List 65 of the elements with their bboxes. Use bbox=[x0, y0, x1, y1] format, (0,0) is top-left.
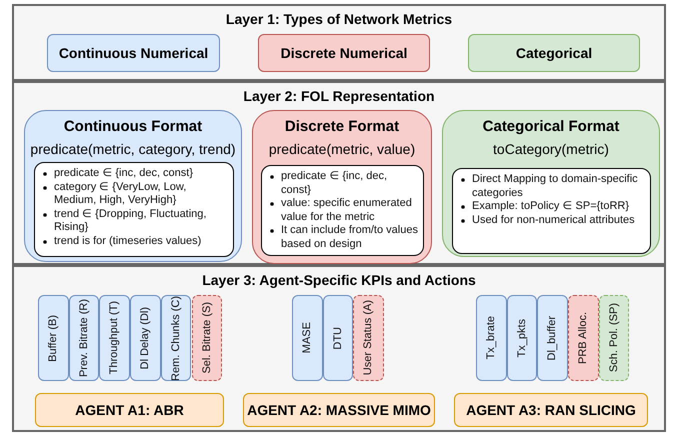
kpi-bar bbox=[99, 295, 130, 381]
bar-label: Prev. Bitrate (R) bbox=[76, 298, 91, 378]
layer-title: Layer 1: Types of Network Metrics bbox=[224, 10, 454, 29]
box-label: Categorical bbox=[516, 44, 592, 63]
bar-label: Tx_pkts bbox=[514, 318, 529, 358]
bullet-text: value: specific enumerated value for the metric bbox=[281, 197, 413, 224]
bullet-text: It can include from/to values based on design bbox=[281, 224, 418, 251]
metric-type-box bbox=[468, 34, 640, 72]
bar-label: PRB Alloc. bbox=[576, 312, 590, 364]
bullet-text: Direct Mapping to domain-specific categories bbox=[472, 173, 639, 200]
box-label: Discrete Numerical bbox=[280, 44, 408, 62]
bar-label: Throughput (T) bbox=[107, 301, 122, 375]
kpi-bar bbox=[38, 295, 69, 381]
bullet-text: predicate ∈ {inc, dec, const} bbox=[54, 167, 194, 180]
card-title: Continuous Format bbox=[64, 117, 202, 137]
bar-label: Dl Delay (Dl) bbox=[138, 306, 152, 370]
layer-panel bbox=[12, 81, 666, 265]
kpi-bar bbox=[68, 295, 100, 381]
agent-box bbox=[35, 393, 224, 427]
bar-label: Sch. Pol. (SP) bbox=[606, 303, 621, 373]
bullet-text: Example: toPolicy ∈ SP={toRR} bbox=[472, 200, 630, 214]
bar-label: Buffer (B) bbox=[46, 314, 60, 362]
bar-label: DTU bbox=[330, 326, 345, 350]
card-formula: predicate(metric, value) bbox=[268, 140, 416, 159]
bar-label: Tx_brate bbox=[484, 316, 498, 360]
bar-label: MASE bbox=[300, 322, 314, 354]
agent-box bbox=[454, 393, 648, 427]
format-card bbox=[442, 110, 660, 257]
card-formula: toCategory(metric) bbox=[493, 140, 609, 159]
layer-title: Layer 2: FOL Representation bbox=[242, 87, 436, 106]
format-card bbox=[252, 110, 432, 264]
bar-label: Rem. Chunks (C) bbox=[168, 296, 183, 380]
metric-type-box bbox=[258, 34, 430, 72]
bar-label: User Status (A) bbox=[361, 300, 376, 376]
box-label: AGENT A1: ABR bbox=[75, 400, 184, 420]
layer-title: Layer 3: Agent-Specific KPIs and Actions bbox=[201, 271, 477, 290]
card-title: Discrete Format bbox=[284, 117, 400, 137]
list-box bbox=[452, 168, 651, 254]
kpi-bar bbox=[160, 295, 192, 381]
layer-panel bbox=[12, 4, 666, 81]
bullet-text: trend is for (timeseries values) bbox=[54, 234, 202, 248]
card-formula: predicate(metric, category, trend) bbox=[30, 140, 236, 159]
list-box bbox=[261, 165, 424, 256]
kpi-bar bbox=[130, 295, 161, 381]
layer-panel bbox=[12, 265, 666, 432]
bullet-text: Used for non-numerical attributes bbox=[472, 214, 635, 227]
box-label: AGENT A3: RAN SLICING bbox=[466, 400, 636, 420]
kpi-bar bbox=[292, 295, 323, 381]
action-bar bbox=[598, 295, 630, 381]
bar-label: Dl_buffer bbox=[545, 316, 560, 360]
kpi-bar bbox=[476, 295, 507, 381]
box-label: Continuous Numerical bbox=[58, 44, 208, 62]
action-bar bbox=[192, 295, 222, 381]
agent-box bbox=[243, 393, 435, 427]
kpi-bar bbox=[537, 295, 568, 381]
box-label: AGENT A2: MASSIVE MIMO bbox=[247, 400, 431, 420]
list-box bbox=[34, 162, 234, 257]
action-bar bbox=[353, 295, 384, 381]
metric-type-box bbox=[47, 34, 220, 72]
action-bar bbox=[568, 295, 599, 381]
kpi-bar bbox=[322, 295, 354, 381]
format-card bbox=[24, 110, 242, 262]
bar-label: Sel. Bitrate (S) bbox=[200, 302, 214, 374]
card-title: Categorical Format bbox=[482, 117, 620, 137]
kpi-bar bbox=[506, 295, 538, 381]
